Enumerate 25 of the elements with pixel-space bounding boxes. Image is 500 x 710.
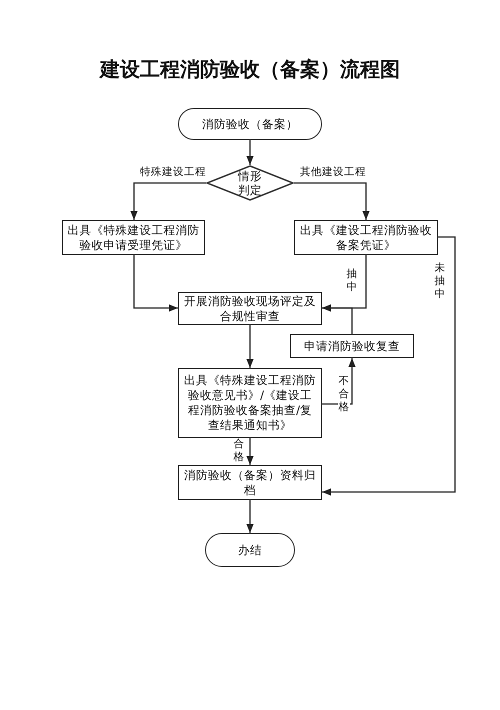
arrow bbox=[246, 140, 254, 165]
process-box: 申请消防验收复查 bbox=[290, 334, 414, 358]
edge-label: 特殊建设工程 bbox=[140, 166, 206, 179]
diagram-title: 建设工程消防验收（备案）流程图 bbox=[98, 56, 401, 83]
edge-label: 未抽中 bbox=[434, 262, 446, 301]
process-box: 出具《特殊建设工程消防验收申请受理凭证》 bbox=[62, 220, 205, 255]
process-box: 出具《建设工程消防验收备案凭证》 bbox=[294, 220, 438, 255]
end-terminal: 办结 bbox=[205, 533, 295, 567]
arrow bbox=[322, 304, 353, 334]
edge-label: 不合格 bbox=[338, 375, 350, 414]
arrow bbox=[133, 255, 178, 312]
edge-label: 其他建设工程 bbox=[300, 166, 366, 179]
process-box: 出具《特殊建设工程消防验收意见书》/《建设工程消防验收备案抽查/复查结果通知书》 bbox=[178, 368, 322, 438]
arrow bbox=[246, 438, 254, 465]
edge-label: 抽中 bbox=[346, 268, 358, 294]
process-box: 开展消防验收现场评定及合规性审查 bbox=[178, 292, 322, 325]
arrow bbox=[130, 182, 206, 220]
arrow bbox=[246, 325, 254, 368]
decision-diamond: 情形判定 bbox=[206, 165, 294, 201]
process-box: 消防验收（备案）资料归档 bbox=[178, 465, 322, 500]
edge-label: 合格 bbox=[233, 438, 245, 464]
arrow bbox=[246, 500, 254, 533]
arrow bbox=[294, 182, 370, 220]
arrow bbox=[322, 236, 456, 496]
start-terminal: 消防验收（备案） bbox=[178, 108, 322, 140]
